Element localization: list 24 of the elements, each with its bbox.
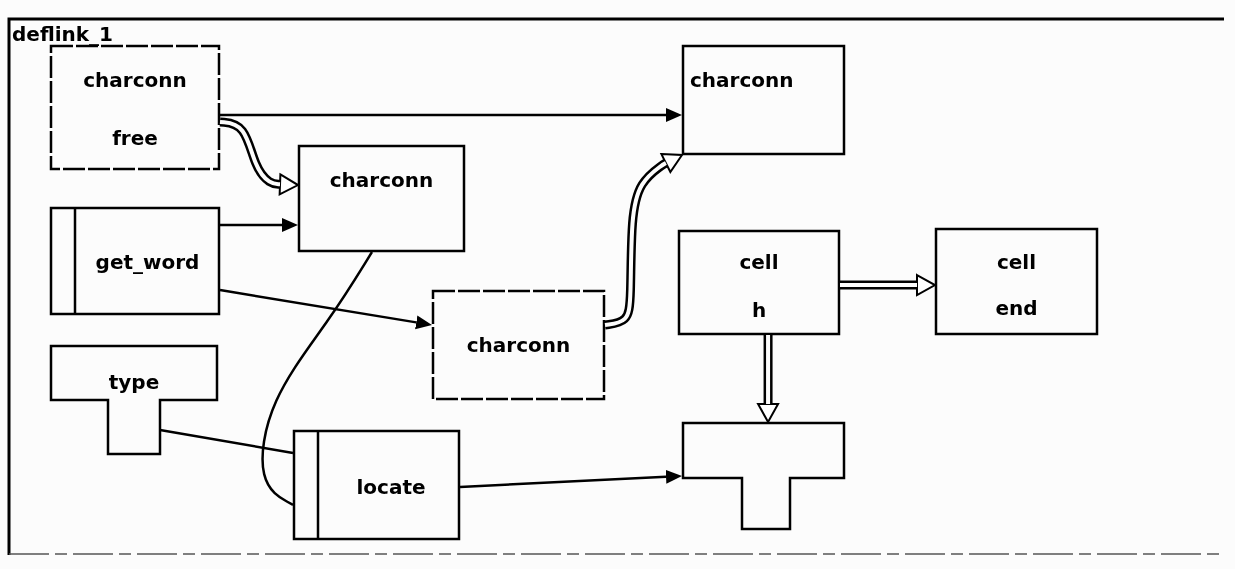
process-box (935, 228, 1098, 335)
diagram-frame (8, 18, 1225, 555)
tee-shape (50, 345, 218, 455)
box-label: h (751, 297, 767, 324)
striped-process-box (293, 430, 460, 540)
box-label: locate (356, 474, 426, 501)
box-label: cell (739, 249, 779, 276)
frame-title: deflink_1 (12, 21, 113, 48)
process-box (682, 45, 845, 155)
box-label: end (995, 295, 1038, 322)
tee-shape (682, 422, 845, 530)
box-label: charconn (83, 67, 187, 94)
process-box (298, 145, 465, 252)
box-label: charconn (329, 167, 434, 194)
box-label: type (108, 369, 160, 396)
box-label: charconn (690, 67, 794, 94)
box-label: get_word (95, 249, 200, 276)
dashed-process-box (432, 290, 605, 400)
box-label: free (112, 125, 158, 152)
process-box (678, 230, 840, 335)
dashed-process-box (50, 45, 220, 170)
box-label: charconn (466, 332, 571, 359)
striped-process-box (50, 207, 220, 315)
box-label: cell (996, 249, 1037, 276)
